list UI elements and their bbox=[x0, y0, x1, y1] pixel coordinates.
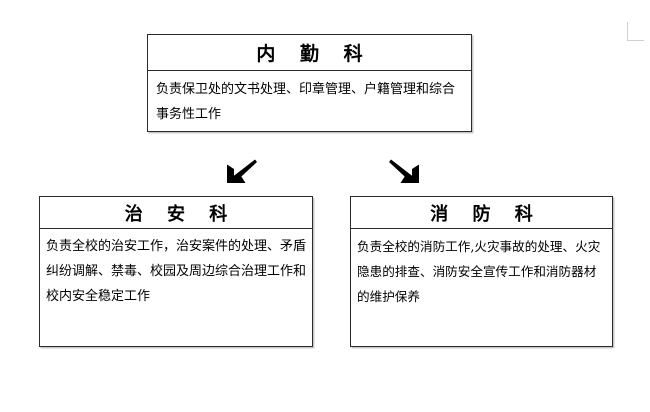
corner-crop-mark-icon bbox=[627, 22, 644, 41]
org-node-top-title: 内 勤 科 bbox=[256, 43, 372, 65]
org-node-left-description: 负责全校的治安工作，治安案件的处理、矛盾纠纷调解、禁毒、校园及周边综合治理工作和… bbox=[46, 239, 307, 304]
org-node-right-title: 消 防 科 bbox=[430, 203, 542, 225]
arrow-down-right-glyph bbox=[389, 159, 419, 183]
org-node-right-header: 消 防 科 bbox=[351, 197, 612, 229]
arrow-down-left-icon bbox=[224, 157, 258, 187]
arrow-down-right-icon bbox=[388, 157, 422, 187]
org-node-top-description: 负责保卫处的文书处理、印章管理、户籍管理和综合事务性工作 bbox=[156, 82, 456, 122]
org-node-top-header: 内 勤 科 bbox=[148, 35, 471, 71]
org-node-left-title: 治 安 科 bbox=[124, 203, 237, 225]
org-node-right-description: 负责全校的消防工作,火灾事故的处理、火灾隐患的排查、消防安全宣传工作和消防器材的… bbox=[357, 239, 601, 304]
org-node-top[interactable]: 内 勤 科 负责保卫处的文书处理、印章管理、户籍管理和综合事务性工作 bbox=[147, 34, 472, 132]
org-node-left[interactable]: 治 安 科 负责全校的治安工作，治安案件的处理、矛盾纠纷调解、禁毒、校园及周边综… bbox=[39, 196, 313, 347]
arrow-down-left-glyph bbox=[227, 159, 257, 183]
org-node-left-header: 治 安 科 bbox=[40, 197, 312, 229]
org-node-right[interactable]: 消 防 科 负责全校的消防工作,火灾事故的处理、火灾隐患的排查、消防安全宣传工作… bbox=[350, 196, 613, 347]
